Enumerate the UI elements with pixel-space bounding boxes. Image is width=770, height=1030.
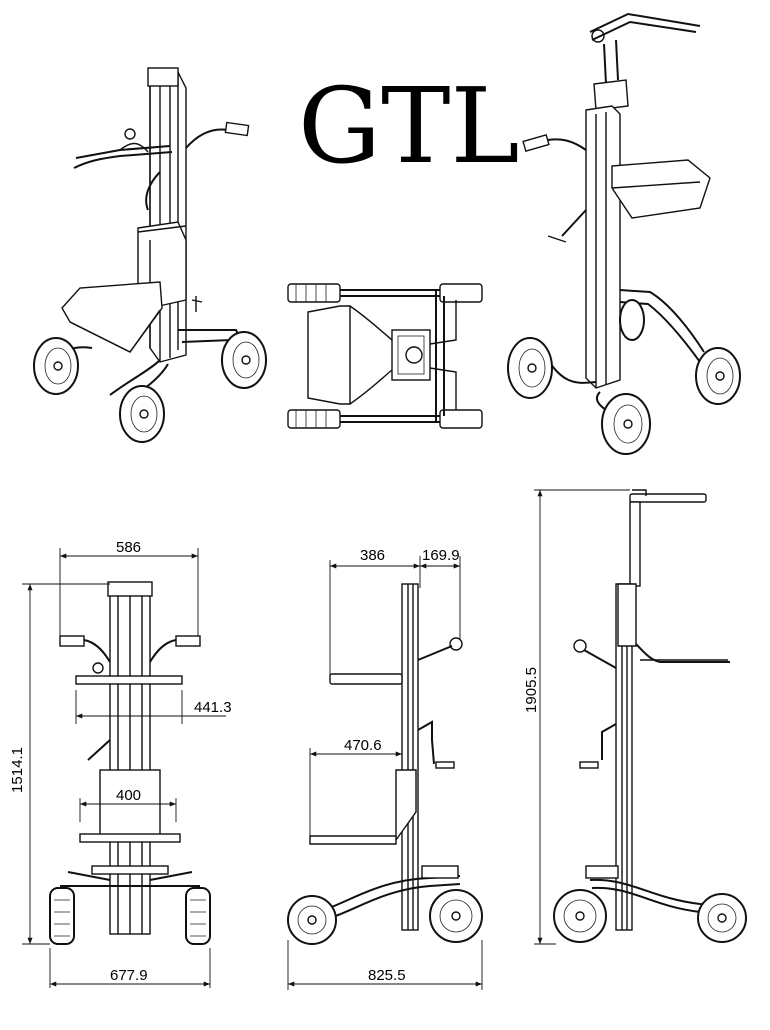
dim-base-depth: 825.5 bbox=[368, 967, 406, 984]
dim-handle-offset: 169.9 bbox=[422, 547, 460, 564]
dim-platform-inner: 400 bbox=[116, 787, 141, 804]
dim-overall-height: 1514.1 bbox=[9, 747, 26, 793]
dim-width-handles: 586 bbox=[116, 539, 141, 556]
dim-platform-reach: 470.6 bbox=[344, 737, 382, 754]
side-elevation-raised bbox=[534, 489, 747, 945]
dim-platform-depth: 386 bbox=[360, 547, 385, 564]
isometric-front-view bbox=[33, 67, 267, 443]
dim-base-width: 677.9 bbox=[110, 967, 148, 984]
top-view bbox=[287, 283, 483, 429]
dim-platform-width: 441.3 bbox=[194, 699, 232, 716]
title: GTL bbox=[298, 65, 520, 187]
side-elevation bbox=[287, 556, 483, 990]
front-elevation bbox=[22, 548, 226, 988]
isometric-back-view bbox=[507, 12, 741, 455]
dim-max-height: 1905.5 bbox=[523, 667, 540, 713]
